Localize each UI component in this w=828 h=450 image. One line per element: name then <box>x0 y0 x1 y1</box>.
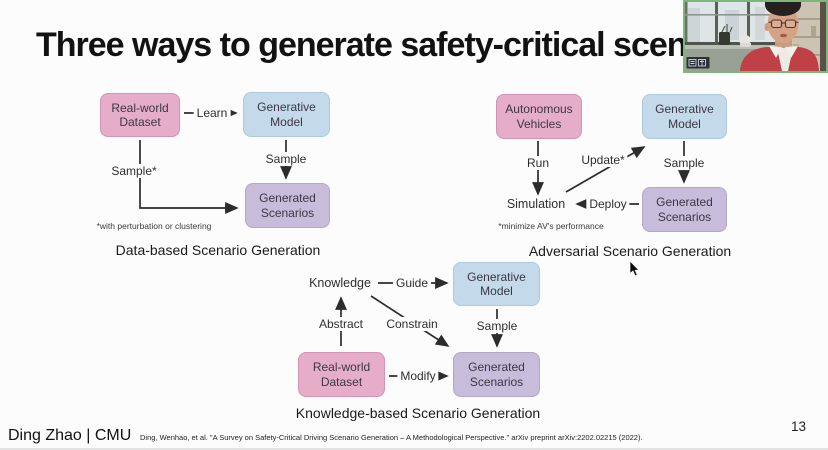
edge-label-sample-1: Sample <box>262 152 310 166</box>
slide-title: Three ways to generate safety-critical s… <box>36 26 764 64</box>
node-simulation: Simulation <box>506 197 566 211</box>
webcam-video <box>683 0 828 73</box>
plant-icon <box>721 24 733 33</box>
edge-label-learn: Learn <box>193 106 231 120</box>
edge-label-update: Update* <box>578 153 628 167</box>
node-generative-model-3: Generative Model <box>453 262 540 306</box>
edge-label-constrain: Constrain <box>383 317 441 331</box>
caption-data-based: Data-based Scenario Generation <box>115 242 321 258</box>
watermark-badge <box>686 57 710 69</box>
edge-label-sample-2: Sample <box>660 156 708 170</box>
footnote-data-based: *with perturbation or clustering <box>96 221 212 231</box>
bottom-edge <box>0 448 828 450</box>
edge-label-modify: Modify <box>397 369 439 383</box>
edge-label-deploy: Deploy <box>586 197 630 211</box>
footnote-adversarial: *minimize AV's performance <box>498 221 604 231</box>
caption-knowledge-based: Knowledge-based Scenario Generation <box>295 405 541 421</box>
caption-adversarial: Adversarial Scenario Generation <box>528 243 732 259</box>
edge-label-guide: Guide <box>392 276 432 290</box>
page-number: 13 <box>791 419 807 434</box>
node-autonomous-vehicles: Autonomous Vehicles <box>496 94 582 139</box>
presenter-avatar <box>740 0 819 71</box>
edge-label-abstract: Abstract <box>315 317 367 331</box>
kettle-icon <box>739 35 751 45</box>
mouse-cursor <box>629 260 640 277</box>
node-generated-scenarios-1: Generated Scenarios <box>245 183 330 228</box>
edge-label-run: Run <box>523 156 553 170</box>
node-real-world-dataset-3: Real-world Dataset <box>298 352 385 397</box>
edge-label-sample-3: Sample <box>473 319 521 333</box>
presenter-name: Ding Zhao | CMU <box>8 427 132 444</box>
edge-label-sample-star: Sample* <box>108 164 160 178</box>
citation-text: Ding, Wenhao, et al. "A Survey on Safety… <box>140 433 643 442</box>
node-knowledge: Knowledge <box>309 276 371 290</box>
node-generative-model-1: Generative Model <box>243 92 330 137</box>
glasses-icon <box>768 19 799 29</box>
node-generated-scenarios-2: Generated Scenarios <box>642 187 727 232</box>
node-generative-model-2: Generative Model <box>642 94 727 139</box>
webcam-scene <box>685 0 826 71</box>
node-real-world-dataset-1: Real-world Dataset <box>100 93 180 137</box>
node-generated-scenarios-3: Generated Scenarios <box>453 352 540 397</box>
